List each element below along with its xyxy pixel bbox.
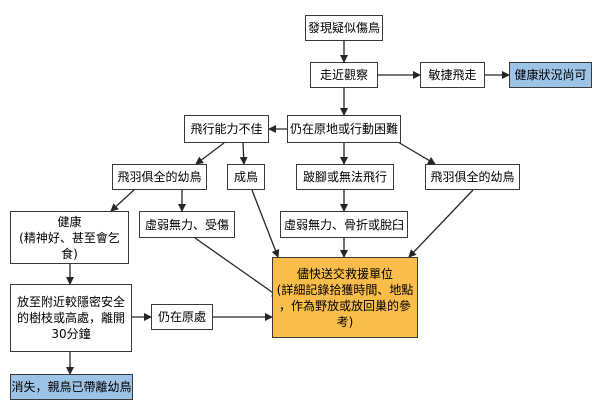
node-rescue: 儘快送交救援單位 (詳細記錄拾獲時間、地點 ，作為野放或放回巢的參考) — [272, 257, 418, 338]
node-still-there: 仍在原處 — [151, 304, 213, 330]
node-parent-took: 消失，親鳥已帶離幼鳥 — [10, 374, 133, 400]
node-weak-fracture: 虛弱無力、骨折或脫臼 — [280, 211, 408, 238]
arrow-stays-to-fledgling-right — [397, 141, 436, 165]
node-weak-injured: 虛弱無力、受傷 — [139, 211, 235, 238]
node-stays-in-place: 仍在原地或行動困難 — [287, 115, 401, 143]
node-approach-observe: 走近觀察 — [310, 62, 378, 88]
node-fledgling-left: 飛羽俱全的幼鳥 — [112, 164, 207, 190]
arrow-cannot-fly-to-fledgling-left — [195, 142, 225, 165]
node-health-ok: 健康狀況尚可 — [509, 62, 592, 88]
node-healthy: 健康 (精神好、甚至會乞食) — [10, 211, 129, 264]
node-agile-flight: 敏捷飛走 — [420, 62, 485, 88]
node-adult-bird: 成鳥 — [227, 164, 265, 190]
node-limping: 跛腳或無法飛行 — [296, 164, 394, 190]
node-fledgling-right: 飛羽俱全的幼鳥 — [425, 164, 520, 190]
arrow-cannot-fly-to-adult — [239, 142, 248, 165]
arrow-fledgling-right-to-rescue — [408, 189, 474, 258]
node-place-nearby: 放至附近較隱密安全 的樹枝或高處，離開 30分鐘 — [10, 284, 132, 352]
arrow-adult-to-rescue — [251, 189, 280, 258]
arrow-fledgling-left-to-healthy — [110, 189, 135, 212]
arrow-weak-injured-to-rescue — [194, 237, 280, 298]
node-found-bird: 發現疑似傷鳥 — [305, 15, 383, 41]
node-cannot-fly: 飛行能力不佳 — [184, 115, 269, 143]
